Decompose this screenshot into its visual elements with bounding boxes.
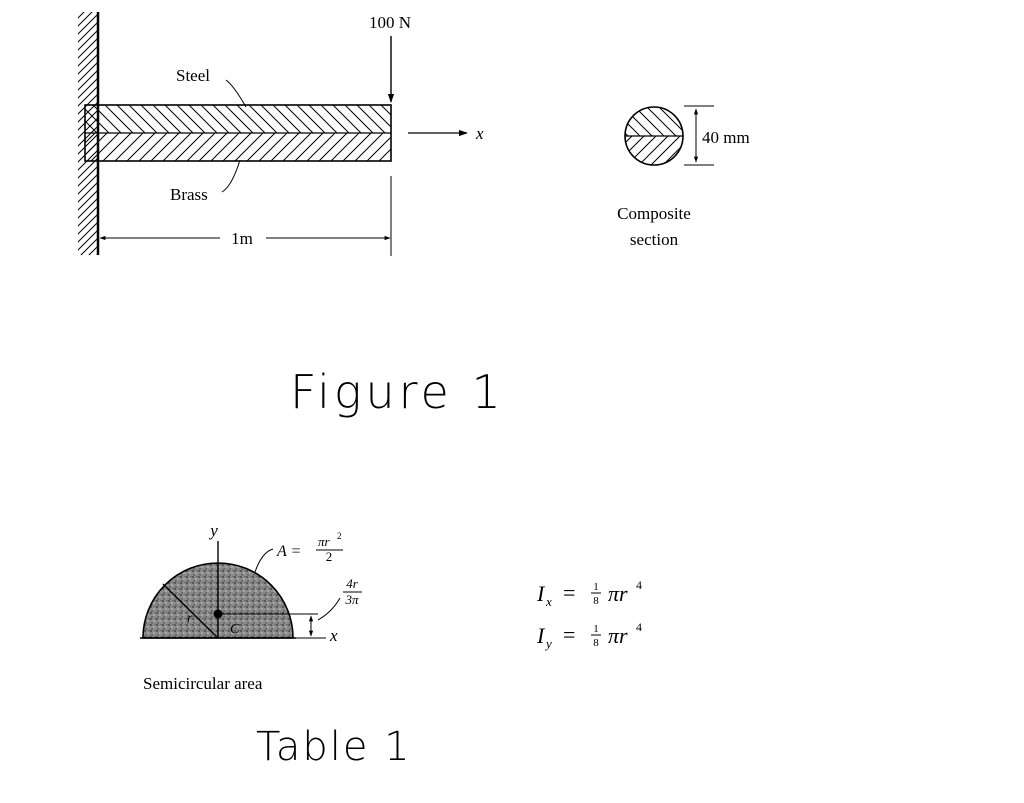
radius-line bbox=[162, 583, 219, 639]
table-1: y r C x 4r 3π A = πr 2 2 I x = 1 8 bbox=[140, 521, 642, 770]
area-label: A = bbox=[276, 543, 301, 560]
centroid-distance-numerator: 4r bbox=[346, 576, 359, 591]
brass-label: Brass bbox=[170, 185, 208, 204]
brass-leader bbox=[221, 159, 241, 193]
centroid-point bbox=[213, 609, 223, 619]
iy-symbol: I bbox=[536, 623, 546, 648]
composite-section: 40 mm Composite section bbox=[617, 105, 750, 249]
x-axis-label: x bbox=[475, 124, 484, 143]
section-caption-line1: Composite bbox=[617, 204, 691, 223]
ix-exponent: 4 bbox=[636, 578, 642, 592]
iy-coeff-numerator: 1 bbox=[593, 623, 599, 635]
length-label: 1m bbox=[231, 229, 253, 248]
diameter-label: 40 mm bbox=[702, 128, 750, 147]
section-caption-line2: section bbox=[630, 230, 679, 249]
iy-subscript: y bbox=[544, 636, 552, 651]
table-caption: Table 1 bbox=[256, 724, 412, 770]
area-denominator: 2 bbox=[326, 549, 333, 564]
x-axis-label-table: x bbox=[329, 626, 338, 645]
iy-expression: πr bbox=[608, 623, 628, 648]
area-exponent: 2 bbox=[337, 531, 342, 541]
iy-exponent: 4 bbox=[636, 620, 642, 634]
steel-layer bbox=[85, 105, 391, 133]
centroid-distance-denominator: 3π bbox=[344, 592, 359, 607]
figure-caption: Figure 1 bbox=[290, 365, 505, 419]
area-leader bbox=[254, 548, 274, 573]
ix-subscript: x bbox=[545, 594, 552, 609]
centroid-label: C bbox=[230, 622, 240, 637]
iy-formula: I y = 1 8 πr 4 bbox=[536, 620, 642, 651]
brass-layer bbox=[85, 133, 391, 161]
ix-symbol: I bbox=[536, 581, 546, 606]
iy-coeff-denominator: 8 bbox=[593, 637, 599, 649]
ix-coeff-denominator: 8 bbox=[593, 595, 599, 607]
steel-leader bbox=[225, 79, 247, 108]
ix-equals: = bbox=[563, 580, 575, 605]
area-numerator: πr bbox=[318, 534, 331, 549]
y-axis-label: y bbox=[208, 521, 218, 540]
ix-coeff-numerator: 1 bbox=[593, 581, 599, 593]
section-brass-half bbox=[625, 136, 683, 165]
load-label: 100 N bbox=[369, 13, 411, 32]
ix-expression: πr bbox=[608, 581, 628, 606]
section-steel-half bbox=[625, 107, 683, 136]
radius-label: r bbox=[187, 611, 193, 626]
ix-formula: I x = 1 8 πr 4 bbox=[536, 578, 642, 609]
shape-caption: Semicircular area bbox=[143, 674, 263, 693]
steel-label: Steel bbox=[176, 66, 210, 85]
figure-1: 100 N Steel Brass x 1m 40 mm Composite s… bbox=[78, 12, 750, 419]
iy-equals: = bbox=[563, 622, 575, 647]
centroid-distance-leader bbox=[317, 597, 341, 621]
